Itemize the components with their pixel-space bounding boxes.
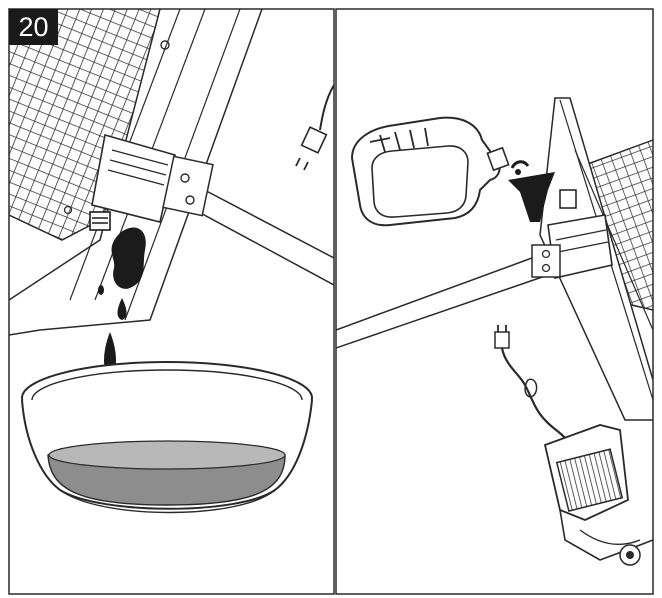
motor-icon	[543, 424, 653, 566]
catch-basin-icon	[21, 361, 313, 514]
step-number-badge: 20	[9, 9, 58, 45]
funnel-icon	[508, 160, 555, 222]
mesh-screen	[9, 9, 161, 241]
cylinder-block	[91, 133, 176, 223]
oil-bottle-icon	[350, 116, 510, 227]
power-plug-icon-right	[494, 325, 566, 439]
right-panel-refill-oil	[336, 97, 653, 566]
left-panel-drain-oil	[9, 9, 334, 514]
drain-plug-icon	[89, 211, 111, 231]
power-plug-icon	[295, 84, 334, 171]
